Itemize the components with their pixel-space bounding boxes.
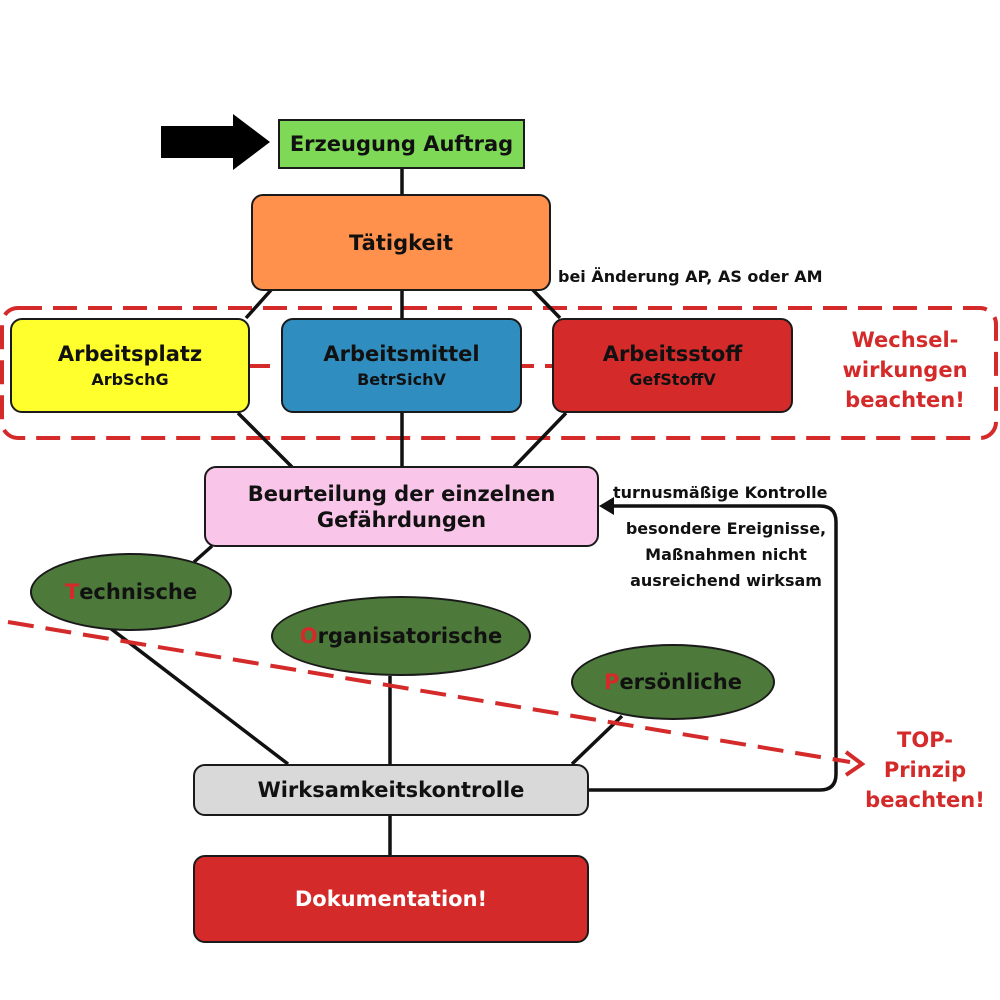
technical-rest: echnische — [79, 580, 198, 604]
documentation-label: Dokumentation! — [294, 887, 488, 911]
events-note: besondere Ereignisse, Maßnahmen nicht au… — [612, 516, 840, 594]
connector-substance-assessment — [512, 411, 568, 469]
start-label: Erzeugung Auftrag — [289, 132, 514, 156]
interactions-warning-line3: beachten! — [845, 388, 965, 412]
start-box: Erzeugung Auftrag — [278, 119, 525, 169]
connector-activity-workplace — [244, 287, 274, 320]
top-warning-line2: Prinzip — [883, 758, 967, 782]
feedback-loop — [588, 504, 838, 792]
substance-law: GefStoffV — [629, 369, 716, 389]
change-note: bei Änderung AP, AS oder AM — [558, 267, 823, 286]
feedback-arrowhead — [599, 497, 614, 515]
organizational-initial: O — [299, 624, 318, 648]
interactions-warning: Wechsel- wirkungen beachten! — [820, 325, 990, 415]
start-arrow-icon — [161, 114, 270, 170]
workplace-law: ArbSchG — [91, 369, 169, 389]
interactions-warning-line1: Wechsel- — [851, 328, 959, 352]
top-arrowhead — [844, 750, 866, 777]
periodic-control-note: turnusmäßige Kontrolle — [613, 483, 828, 502]
top-dashed-line — [7, 620, 851, 764]
effectiveness-control-label: Wirksamkeitskontrolle — [257, 778, 525, 802]
top-warning-line1: TOP- — [897, 728, 953, 752]
assessment-label-line1: Beurteilung der einzelnen — [247, 481, 556, 506]
connector-workplace-assessment — [236, 411, 294, 469]
top-warning-line3: beachten! — [865, 788, 985, 812]
events-note-line2: Maßnahmen nicht — [645, 545, 807, 564]
workplace-box: Arbeitsplatz ArbSchG — [10, 318, 250, 413]
organizational-rest: rganisatorische — [317, 624, 503, 648]
equipment-law: BetrSichV — [357, 369, 446, 389]
documentation-box: Dokumentation! — [193, 855, 589, 943]
assessment-box: Beurteilung der einzelnen Gefährdungen — [204, 466, 599, 547]
interactions-warning-line2: wirkungen — [842, 358, 968, 382]
interactions-frame — [0, 306, 998, 440]
connector-technical-control — [108, 626, 290, 766]
events-note-line1: besondere Ereignisse, — [625, 519, 827, 538]
activity-label: Tätigkeit — [349, 230, 453, 255]
workplace-label: Arbeitsplatz — [57, 341, 203, 366]
personal-initial: P — [604, 670, 620, 694]
technical-initial: T — [64, 580, 80, 604]
substance-box: Arbeitsstoff GefStoffV — [552, 318, 793, 413]
events-note-line3: ausreichend wirksam — [630, 571, 822, 590]
effectiveness-control-box: Wirksamkeitskontrolle — [193, 764, 589, 816]
assessment-label-line2: Gefährdungen — [316, 507, 487, 532]
equipment-box: Arbeitsmittel BetrSichV — [281, 318, 522, 413]
connector-activity-substance — [530, 287, 562, 320]
activity-box: Tätigkeit — [251, 194, 551, 291]
substance-label: Arbeitsstoff — [602, 341, 743, 366]
equipment-label: Arbeitsmittel — [323, 341, 480, 366]
personal-rest: ersönliche — [619, 670, 742, 694]
connector-assessment-technical — [192, 544, 214, 564]
top-principle-warning: TOP- Prinzip beachten! — [855, 725, 995, 815]
